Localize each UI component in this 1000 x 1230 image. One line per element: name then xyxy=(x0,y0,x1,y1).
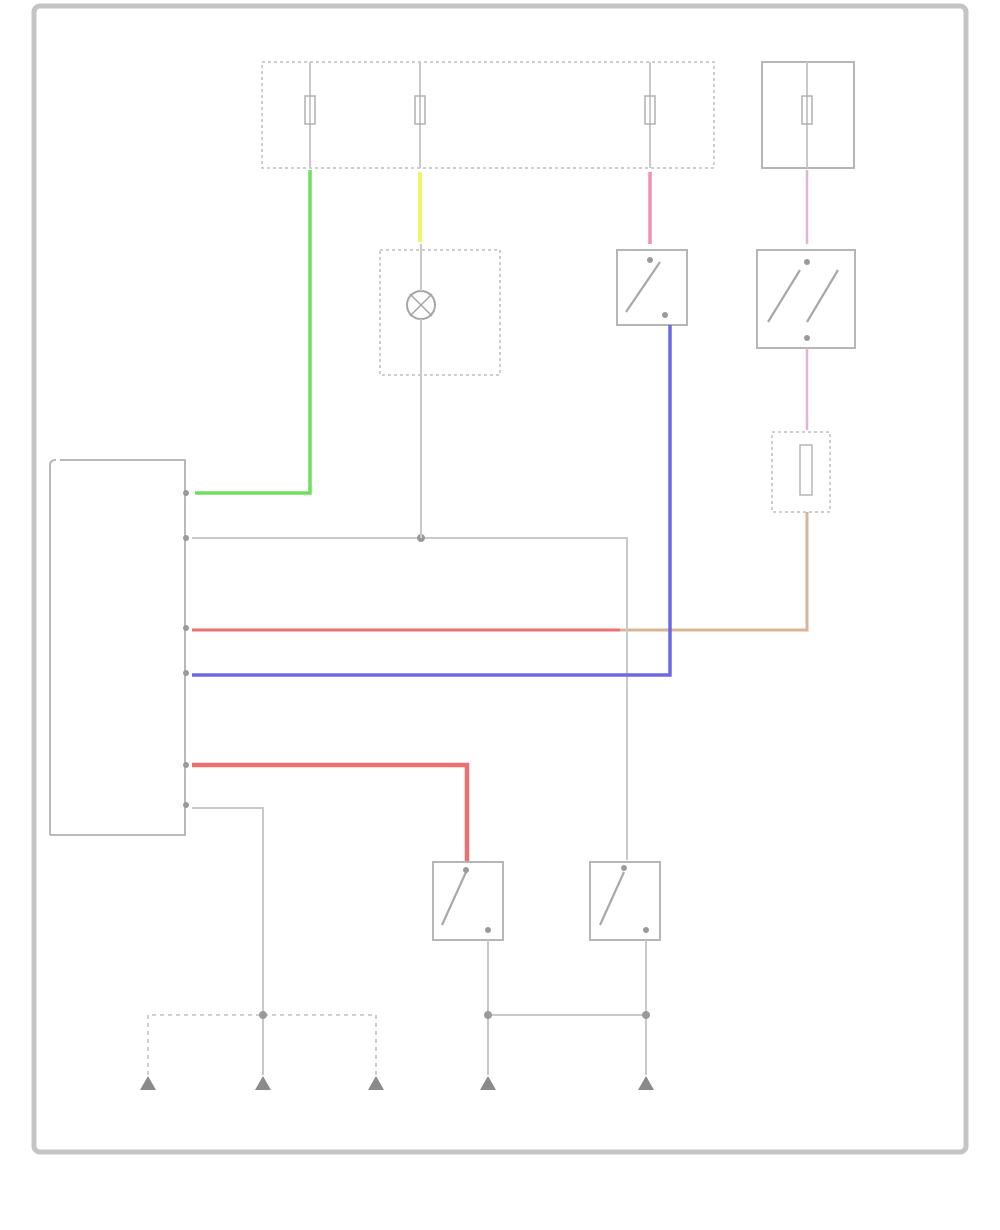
wire-red-door xyxy=(192,762,470,862)
unit-pin-5 xyxy=(183,762,189,768)
wire-tan xyxy=(620,512,809,632)
wire-green xyxy=(195,170,312,495)
door-switch xyxy=(432,861,504,941)
unit-pin-3 xyxy=(183,625,189,631)
seat-belt-switch-upper xyxy=(616,249,688,326)
fuse-4 xyxy=(801,62,813,168)
wire-gray-ground xyxy=(192,807,264,1015)
ground-5-icon xyxy=(638,1076,654,1090)
unit-pin-1 xyxy=(183,490,189,496)
ground-3-icon xyxy=(368,1076,384,1090)
ground-4-icon xyxy=(480,1076,496,1090)
control-unit xyxy=(50,459,186,836)
ground-1-icon xyxy=(140,1076,156,1090)
ground-2-icon xyxy=(255,1076,271,1090)
combination-meter xyxy=(379,249,501,376)
fuse-block xyxy=(771,431,831,513)
seat-belt-switch xyxy=(589,861,661,941)
unit-pin-2 xyxy=(183,535,189,541)
wire-gray-signal xyxy=(192,537,628,860)
unit-pin-4 xyxy=(183,670,189,676)
diagram-frame xyxy=(31,3,969,1155)
fuse-2 xyxy=(414,62,426,168)
wire-blue xyxy=(192,325,672,677)
fuse-3 xyxy=(644,62,656,168)
fuse-1 xyxy=(304,62,316,168)
fuse-box xyxy=(261,61,715,169)
unit-pin-6 xyxy=(183,802,189,808)
